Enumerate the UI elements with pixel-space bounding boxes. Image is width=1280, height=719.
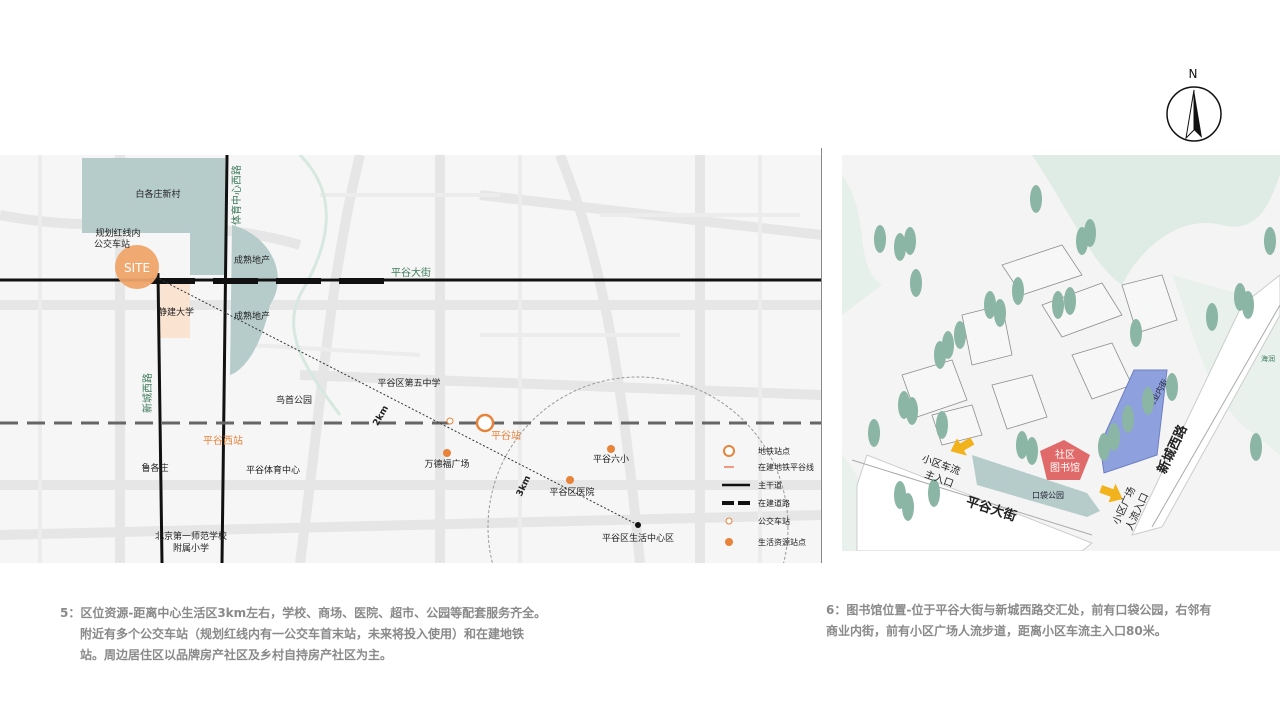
- hospital-dot: [566, 476, 574, 484]
- label-mature-estate-2: 成熟地产: [234, 310, 270, 322]
- legend-bus-stop-icon: [725, 517, 733, 525]
- metro-station-pinggu: [475, 413, 495, 433]
- car-entry-arrow-icon: [950, 437, 975, 456]
- site-label: SITE: [124, 261, 150, 275]
- label-wandefu: 万德福广场: [424, 458, 469, 470]
- legend-label-3: 在建道路: [758, 498, 790, 508]
- xincheng-road-surface: [1131, 274, 1280, 536]
- label-pinggu-station: 平谷站: [491, 429, 521, 442]
- compass-needle-outline: [1185, 89, 1195, 140]
- community-library: [1040, 440, 1090, 480]
- label-lugeshan: 鲁各庄: [141, 462, 168, 474]
- plaza-entry-arrow-icon: [1099, 483, 1123, 503]
- label-corner: 海润: [1261, 354, 1275, 363]
- label-daxue: 静建大学: [158, 306, 194, 318]
- xincheng-west-road: [156, 272, 164, 563]
- liuxiao-dot: [607, 445, 615, 453]
- label-pinggu-west-station: 平谷西站: [203, 434, 243, 447]
- 3km-radius-circle: [487, 376, 789, 563]
- legend-label-5: 生活资源站点: [758, 537, 806, 547]
- terrain-patch: [1032, 155, 1280, 285]
- compass-needle-icon: [1194, 90, 1202, 138]
- caption-left-line-3: 站。周边居住区以品牌房产社区及乡村自持房产社区为主。: [80, 648, 393, 662]
- site-marker: [115, 245, 159, 289]
- caption-right-line-1: 6：图书馆位置-位于平谷大街与新城西路交汇处，前有口袋公园，右邻有: [826, 603, 1212, 617]
- tiyu-west-road: [220, 155, 229, 563]
- caption-left-line-2: 附近有多个公交车站（规划红线内有一公交车首末站，未来将投入使用）和在建地铁: [80, 627, 525, 641]
- baiguzhuang-block: [82, 158, 225, 275]
- caption-library-location: 6：图书馆位置-位于平谷大街与新城西路交汇处，前有口袋公园，右邻有 商业内街，前…: [826, 600, 1226, 642]
- compass-north-label: N: [1189, 67, 1198, 81]
- pinggu-street-surface: [856, 454, 1093, 551]
- label-life-center: 平谷区生活中心区: [602, 532, 674, 544]
- bus-stop-marker: [446, 417, 454, 425]
- location-map: SITE 白各庄新村 规划红线内 公交车站 成熟地产 成熟地产 静建大学 平谷区…: [0, 155, 822, 563]
- label-shifan-2: 附属小学: [173, 542, 209, 554]
- life-center-dot: [635, 522, 641, 528]
- label-sports-center: 平谷体育中心: [246, 464, 300, 476]
- map-legend: 地铁站点 在建地铁平谷线 主干道 在建道路 公交车站 生活资源站点: [722, 445, 814, 547]
- river-line: [292, 155, 342, 416]
- label-pocket-park: 口袋公园: [1032, 490, 1064, 500]
- pocket-park: [972, 455, 1100, 517]
- library-label-1: 社区: [1055, 448, 1075, 461]
- label-mature-estate-1: 成熟地产: [234, 254, 270, 266]
- label-tiyu-road: 体育中心西路: [230, 165, 243, 225]
- label-wuzhong: 平谷区第五中学: [377, 377, 440, 389]
- label-shifan-1: 北京第一师范学校: [155, 530, 227, 542]
- distance-line: [137, 267, 639, 526]
- north-compass: N: [1164, 66, 1224, 146]
- legend-label-1: 在建地铁平谷线: [758, 462, 814, 472]
- label-hospital: 平谷区医院: [549, 486, 594, 498]
- label-pinggu-street: 平谷大街: [391, 266, 431, 279]
- legend-label-2: 主干道: [758, 480, 782, 490]
- label-niaochao-park: 鸟首公园: [276, 394, 312, 406]
- library-label-2: 图书馆: [1050, 461, 1080, 474]
- caption-location-resources: 5：区位资源-距离中心生活区3km左右，学校、商场、医院、超市、公园等配套服务齐…: [60, 603, 620, 666]
- label-liuxiao: 平谷六小: [593, 453, 629, 465]
- wandefu-dot: [443, 449, 451, 457]
- legend-metro-station-icon: [723, 445, 735, 457]
- trees: [868, 185, 1276, 521]
- label-baiguzhuang: 白各庄新村: [135, 188, 180, 200]
- library-site-plan: 商业内街 社区 图书馆 口袋公园: [842, 155, 1280, 551]
- caption-left-line-1: 5：区位资源-距离中心生活区3km左右，学校、商场、医院、超市、公园等配套服务齐…: [60, 606, 547, 620]
- mature-estate-block: [230, 225, 278, 375]
- label-bus-note-1: 规划红线内: [95, 227, 140, 239]
- legend-label-0: 地铁站点: [758, 446, 790, 456]
- panel-divider: [821, 148, 822, 563]
- caption-right-line-2: 商业内街，前有小区广场人流步道，距离小区车流主入口80米。: [826, 624, 1167, 638]
- label-xincheng-road: 新城西路: [141, 373, 154, 413]
- legend-label-4: 公交车站: [758, 516, 790, 526]
- legend-life-resource-icon: [725, 538, 733, 546]
- label-bus-note-2: 公交车站: [94, 238, 130, 250]
